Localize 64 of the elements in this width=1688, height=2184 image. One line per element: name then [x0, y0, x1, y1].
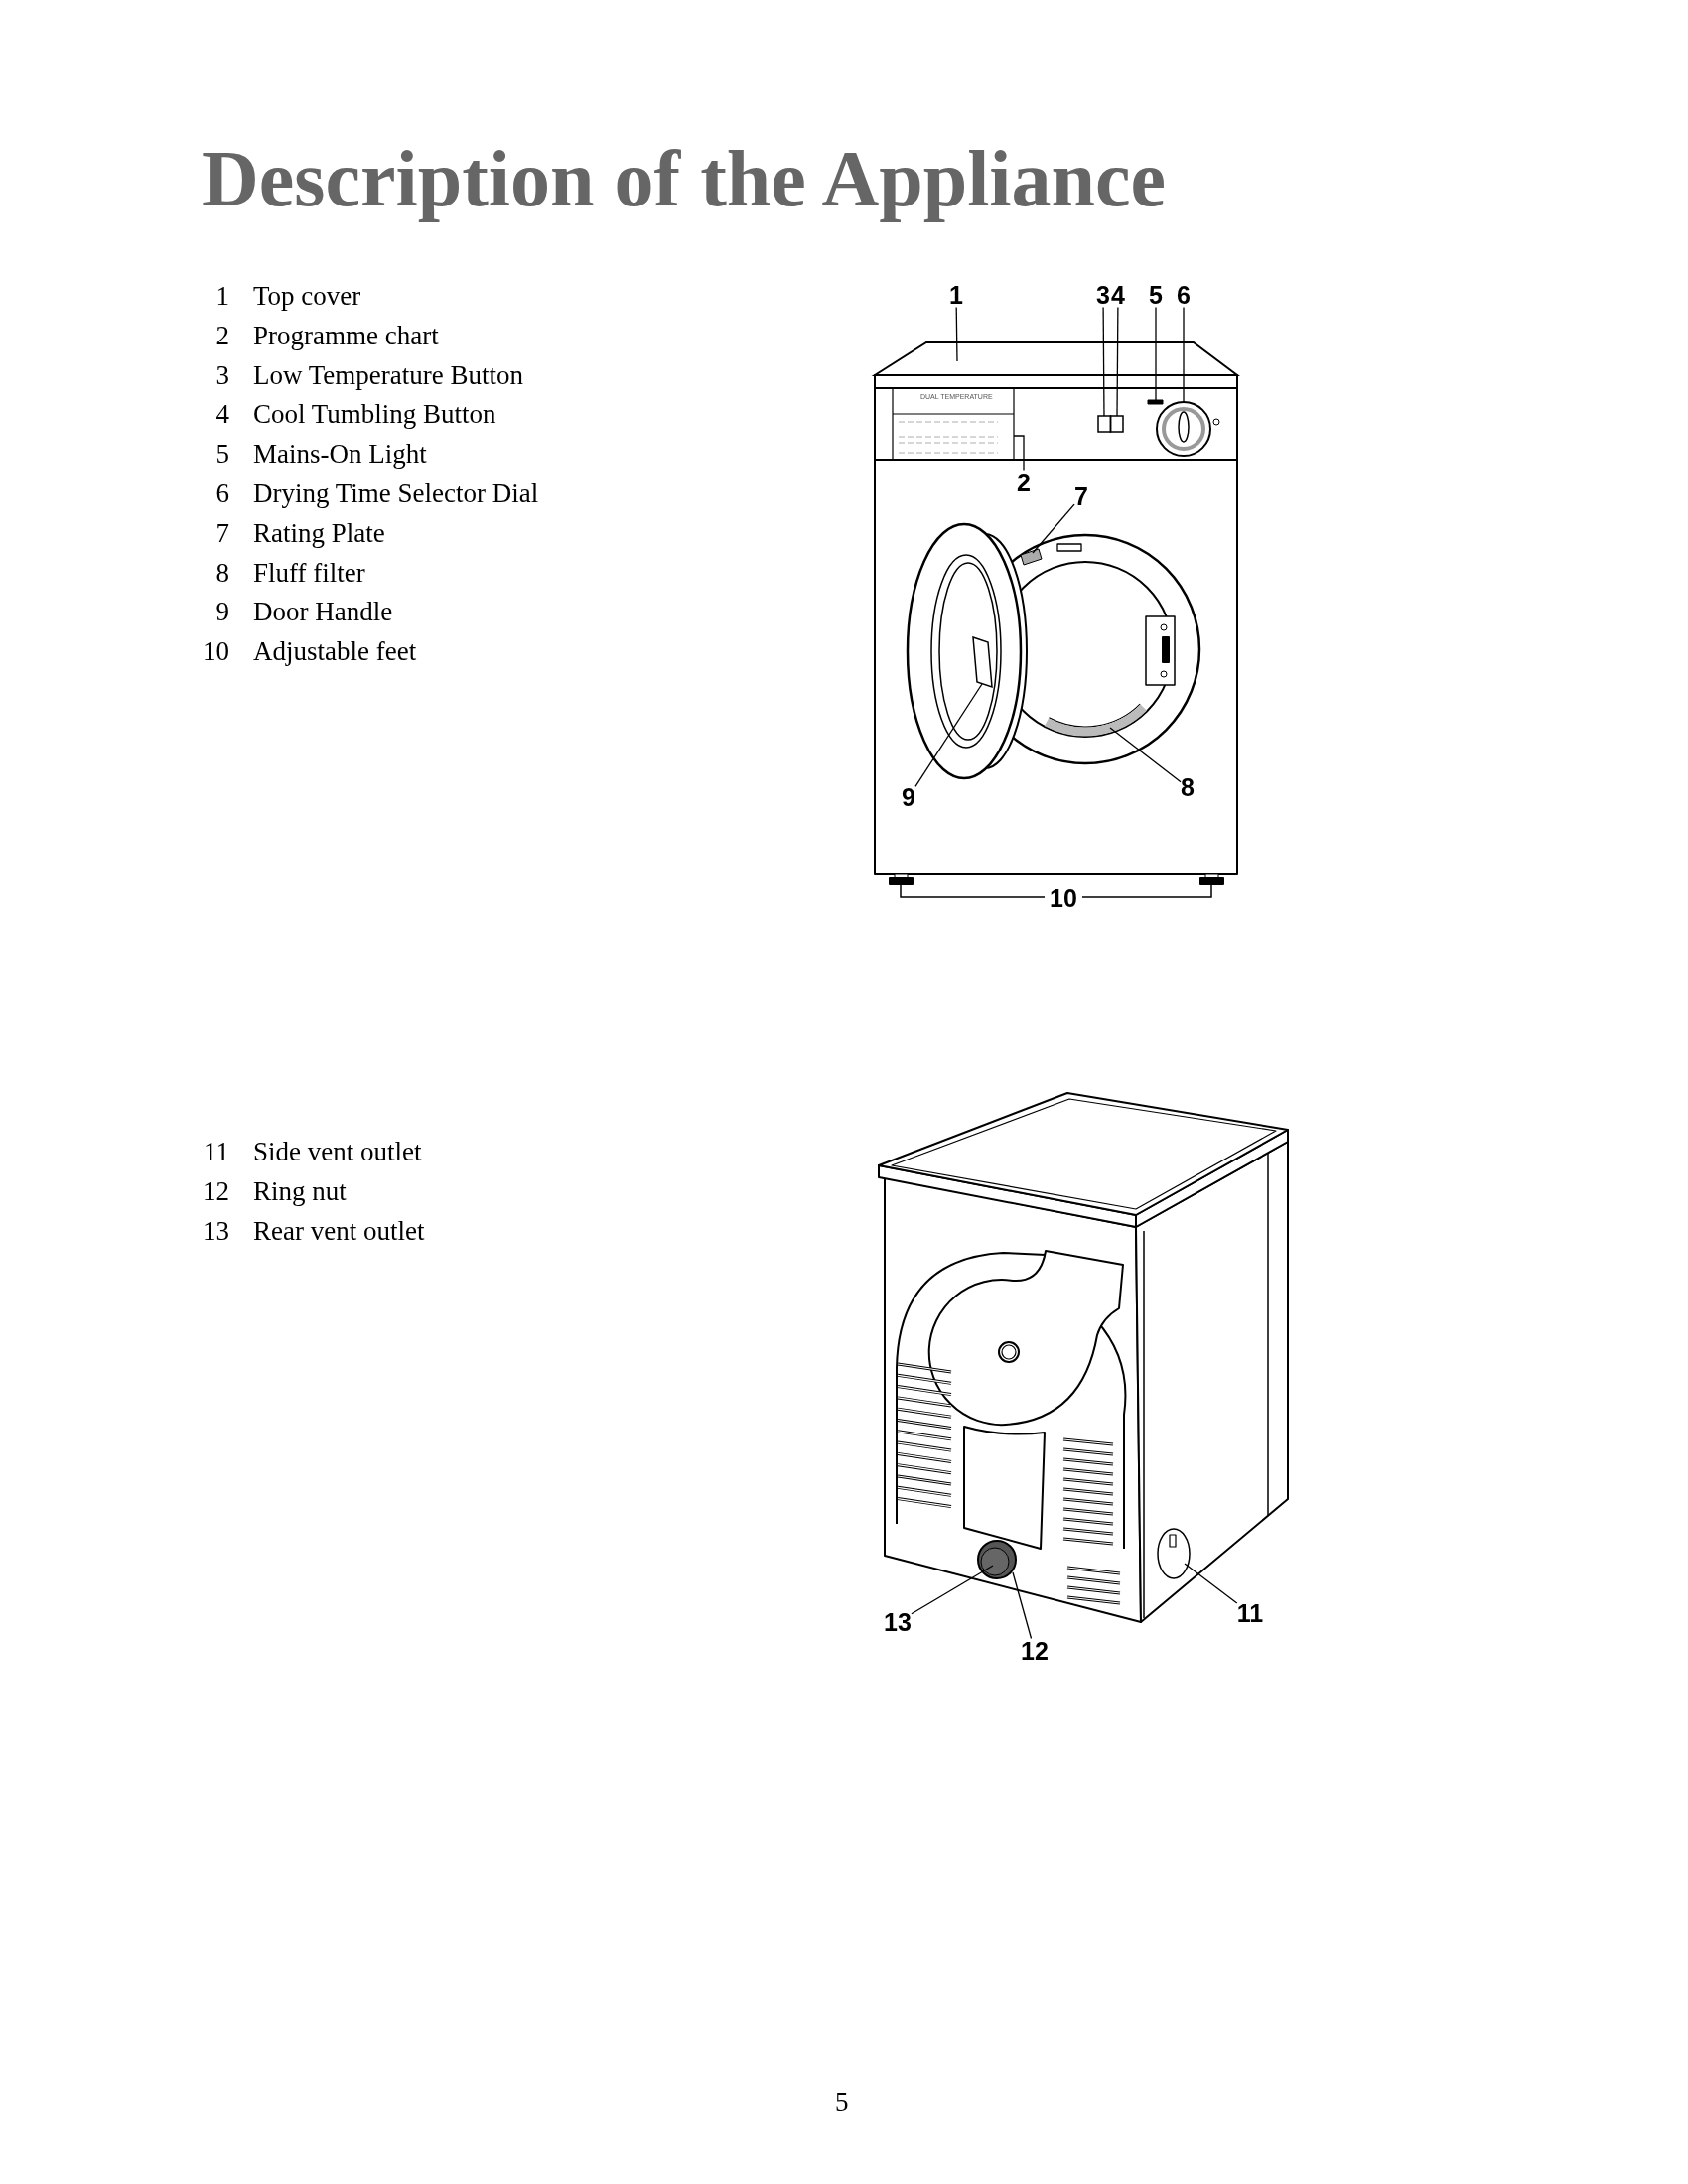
- leader-line: [911, 1565, 994, 1615]
- callout-number: 4: [1111, 282, 1125, 308]
- rating-plate: [1020, 548, 1043, 566]
- callout-number: 12: [1021, 1638, 1049, 1664]
- item-name: Drying Time Selector Dial: [253, 480, 539, 507]
- item-name: Mains-On Light: [253, 441, 427, 469]
- leader-line: [955, 306, 958, 362]
- item-number: 1: [215, 283, 229, 310]
- item-number: 2: [215, 322, 229, 349]
- page-number: 5: [835, 2089, 849, 2116]
- item-number: 9: [215, 599, 229, 626]
- item-name: Cool Tumbling Button: [253, 401, 496, 429]
- callout-number: 13: [884, 1609, 912, 1635]
- programme-chart: [892, 387, 1015, 461]
- fluff-filter: [1045, 704, 1147, 737]
- callout-number: 2: [1017, 470, 1031, 495]
- item-name: Low Temperature Button: [253, 361, 524, 389]
- item-number: 8: [215, 559, 229, 587]
- item-name: Programme chart: [253, 322, 439, 349]
- callout-number: 8: [1181, 774, 1195, 800]
- vent-outlet: [980, 1547, 1010, 1576]
- leader-line: [1102, 306, 1105, 417]
- item-name: Rear vent outlet: [253, 1218, 425, 1245]
- leader-line: [1109, 727, 1182, 783]
- item-number: 5: [215, 441, 229, 469]
- callout-number: 10: [1050, 886, 1077, 911]
- item-number: 12: [203, 1178, 229, 1205]
- item-number: 6: [215, 480, 229, 507]
- item-name: Rating Plate: [253, 519, 385, 547]
- item-name: Side vent outlet: [253, 1139, 422, 1165]
- item-name: Ring nut: [253, 1178, 347, 1205]
- item-number: 11: [204, 1139, 229, 1165]
- callout-number: 5: [1149, 282, 1163, 308]
- item-number: 10: [203, 638, 229, 666]
- top-cover: [871, 341, 1240, 376]
- leader-line: [1183, 306, 1185, 403]
- callout-number: 3: [1096, 282, 1110, 308]
- item-name: Adjustable feet: [253, 638, 417, 666]
- button: [1109, 415, 1124, 433]
- leader-line: [1012, 1571, 1033, 1640]
- indicator-light: [1147, 399, 1164, 405]
- callout-number: 1: [949, 282, 963, 308]
- leader-line: [1032, 503, 1075, 554]
- leader-line: [1013, 435, 1025, 472]
- callout-number: 6: [1177, 282, 1191, 308]
- leader-line: [914, 683, 983, 787]
- button: [1097, 415, 1112, 433]
- callout-number: 9: [902, 784, 915, 810]
- callout-number: 11: [1236, 1600, 1264, 1626]
- item-name: Door Handle: [253, 599, 393, 626]
- item-number: 4: [215, 401, 229, 429]
- item-number: 3: [215, 361, 229, 389]
- ring-nut: [977, 1540, 1017, 1579]
- item-number: 7: [215, 519, 229, 547]
- leader-line: [1155, 306, 1157, 401]
- leader-line: [1184, 1563, 1238, 1604]
- selector-dial: [1156, 401, 1211, 457]
- item-name: Fluff filter: [253, 559, 365, 587]
- item-number: 13: [203, 1218, 229, 1245]
- door-handle: [972, 635, 993, 689]
- leader-line: [1116, 306, 1119, 417]
- item-name: Top cover: [253, 283, 361, 310]
- side-vent-outlet: [1157, 1528, 1191, 1579]
- callout-number: 7: [1074, 483, 1088, 509]
